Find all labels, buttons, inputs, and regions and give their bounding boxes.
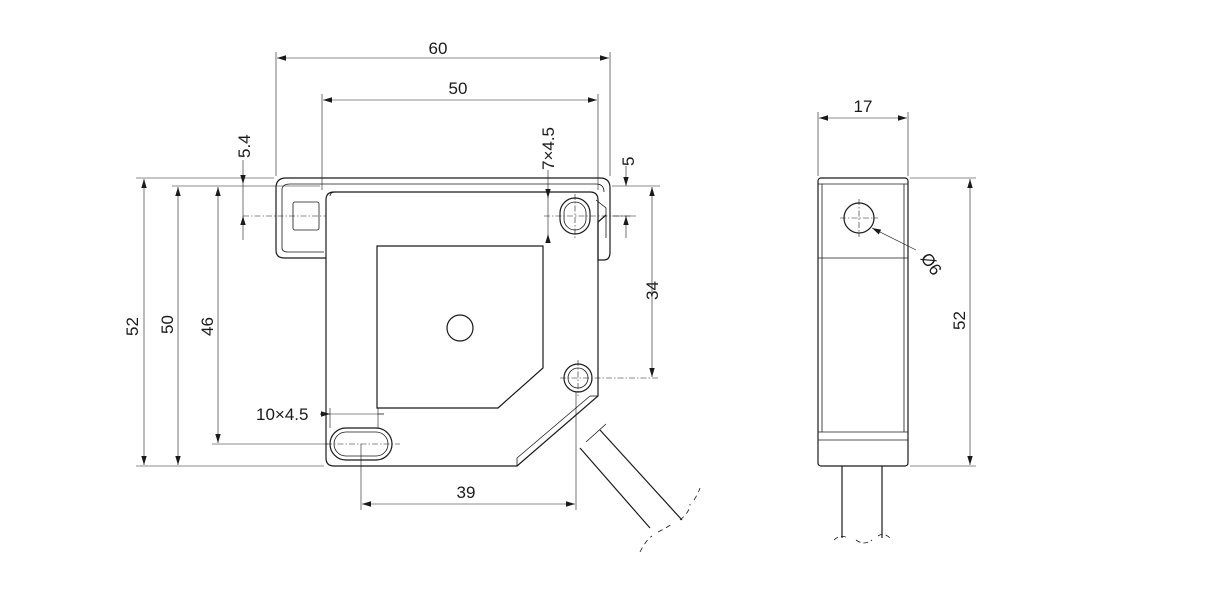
- dim-label-10x4-5: 10×4.5: [256, 405, 308, 424]
- lens-window: [376, 245, 544, 409]
- dim-overall-width: 60: [275, 39, 611, 176]
- dim-label-o6: Ø6: [917, 249, 946, 278]
- dim-label-60: 60: [429, 39, 448, 58]
- side-view: 17 52 Ø6: [817, 97, 976, 544]
- side-body: [817, 177, 909, 467]
- dim-label-39: 39: [457, 483, 476, 502]
- dim-bottom-slot: 10×4.5: [256, 405, 384, 428]
- dim-bottom-span: 39: [360, 392, 577, 510]
- dim-label-34: 34: [643, 281, 662, 300]
- dim-hole-diameter: Ø6: [871, 227, 946, 279]
- dim-label-7x4-5: 7×4.5: [539, 127, 558, 170]
- front-view: 60 50 5.4 7×4.5 5: [123, 39, 701, 553]
- dim-hole-span-width: 50: [321, 79, 599, 190]
- dim-side-height: 52: [910, 177, 976, 467]
- dim-body-height: 50: [158, 185, 320, 465]
- dim-side-width: 17: [817, 97, 909, 176]
- dim-hole-span-height: 46: [198, 187, 328, 445]
- dim-overall-height: 52: [123, 177, 324, 467]
- cable: [579, 423, 701, 553]
- emitter-circle: [446, 314, 474, 342]
- dim-top-offset: 5.4: [235, 134, 254, 240]
- dim-label-52-side: 52: [950, 311, 969, 330]
- dim-right-height: 34: [643, 187, 662, 377]
- dim-label-46: 46: [198, 317, 217, 336]
- dim-label-52: 52: [123, 317, 142, 336]
- dim-label-50-width: 50: [449, 79, 468, 98]
- sensor-body: [325, 191, 658, 467]
- dim-label-5-4: 5.4: [235, 134, 254, 158]
- dim-label-5: 5: [619, 157, 638, 166]
- mounting-bracket: [243, 177, 611, 261]
- dim-label-17: 17: [854, 97, 873, 116]
- dim-label-50-height: 50: [158, 315, 177, 334]
- dim-top-slot: 7×4.5: [539, 127, 558, 243]
- dim-right-offset: 5: [612, 157, 660, 238]
